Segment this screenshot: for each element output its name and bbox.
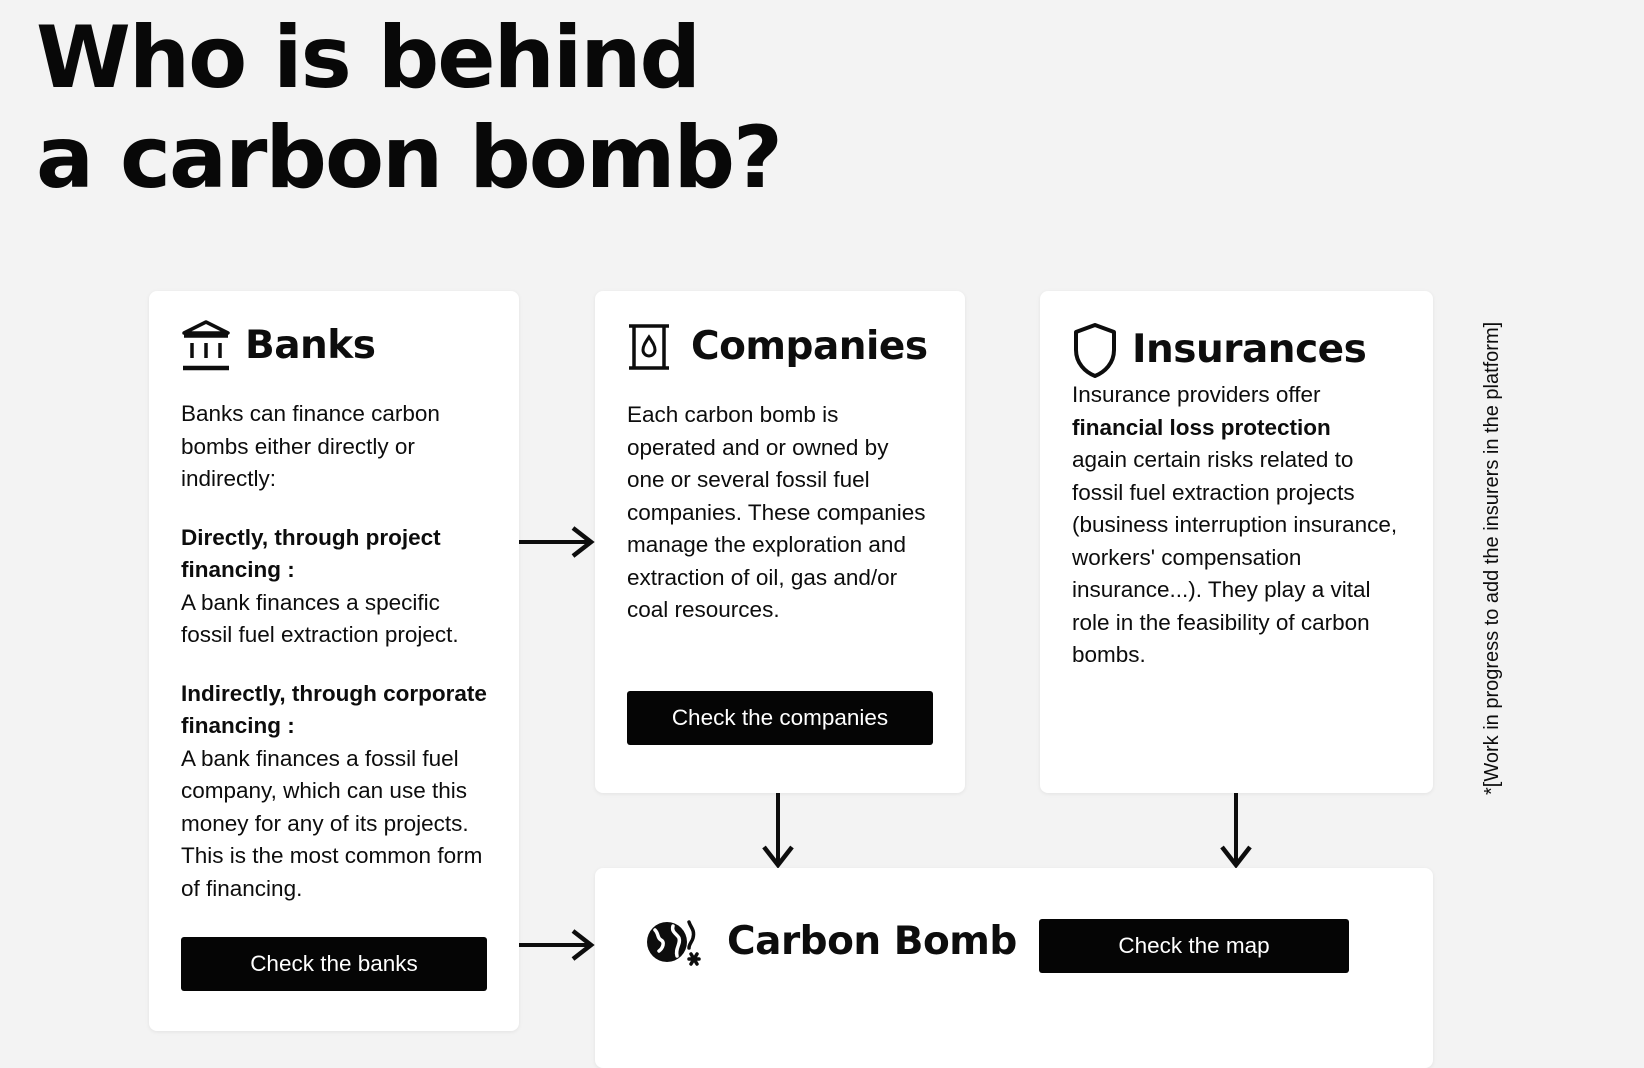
insurances-card-header: Insurances <box>1072 321 1367 379</box>
banks-direct-heading: Directly, through project financing : <box>181 524 441 583</box>
check-map-button[interactable]: Check the map <box>1039 919 1349 973</box>
burning-globe-icon <box>647 920 701 966</box>
banks-intro: Banks can finance carbon bombs either di… <box>181 401 440 491</box>
work-in-progress-note: *[Work in progress to add the insurers i… <box>1481 321 1503 795</box>
insurances-text-bold: financial loss protection <box>1072 414 1331 440</box>
oil-barrel-icon <box>629 324 669 370</box>
insurances-title: Insurances <box>1132 327 1367 372</box>
banks-title: Banks <box>245 323 376 368</box>
page-title-line-1: Who is behind <box>36 8 701 108</box>
arrow-banks-to-carbon-bomb <box>519 929 595 961</box>
banks-direct-text: A bank finances a specific fossil fuel e… <box>181 589 459 648</box>
page-title: Who is behind a carbon bomb? <box>36 8 783 208</box>
companies-text: Each carbon bomb is operated and or owne… <box>627 402 926 622</box>
insurances-card: Insurances Insurance providers offer fin… <box>1040 291 1433 793</box>
insurances-text-before: Insurance providers offer <box>1072 382 1321 407</box>
shield-icon <box>1074 323 1116 378</box>
banks-card-header: Banks <box>181 319 376 373</box>
insurances-text-after: again certain risks related to fossil fu… <box>1072 447 1398 667</box>
carbon-bomb-title: Carbon Bomb <box>727 919 1017 964</box>
check-companies-button[interactable]: Check the companies <box>627 691 933 745</box>
banks-direct: Directly, through project financing : A … <box>181 522 491 652</box>
bank-icon <box>182 320 230 371</box>
banks-card: Banks Banks can finance carbon bombs eit… <box>149 291 519 1031</box>
banks-indirect-text: A bank finances a fossil fuel company, w… <box>181 745 483 901</box>
arrow-insurances-to-carbon-bomb <box>1220 793 1252 868</box>
check-banks-button[interactable]: Check the banks <box>181 937 487 991</box>
companies-title: Companies <box>691 324 928 369</box>
insurances-text: Insurance providers offer financial loss… <box>1072 379 1402 672</box>
page-title-line-2: a carbon bomb? <box>36 108 783 208</box>
arrow-companies-to-carbon-bomb <box>762 793 794 868</box>
companies-card-header: Companies <box>627 323 928 371</box>
carbon-bomb-card-header: Carbon Bomb <box>645 918 1017 966</box>
carbon-bomb-card: Carbon Bomb Check the map <box>595 868 1433 1068</box>
companies-card: Companies Each carbon bomb is operated a… <box>595 291 965 793</box>
banks-body: Banks can finance carbon bombs either di… <box>181 398 491 905</box>
banks-indirect-heading: Indirectly, through corporate financing … <box>181 680 487 739</box>
banks-indirect: Indirectly, through corporate financing … <box>181 678 491 906</box>
arrow-banks-to-companies <box>519 526 595 558</box>
